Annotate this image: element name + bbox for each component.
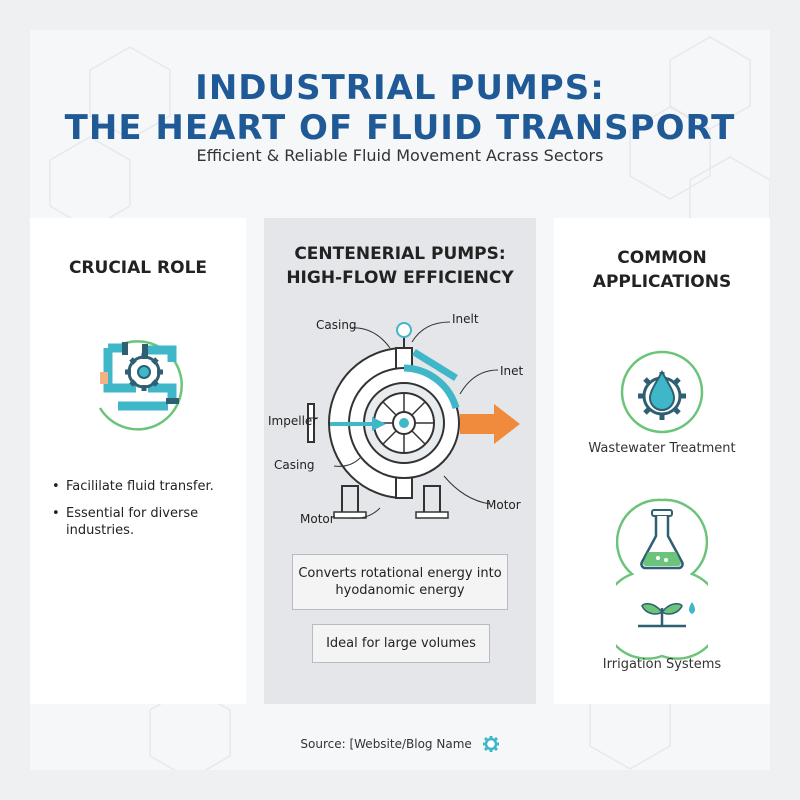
casing-top-label: Casing <box>316 318 357 332</box>
list-item: Essential for diverse industries. <box>52 505 232 539</box>
title-line-1: INDUSTRIAL PUMPS: <box>195 68 605 108</box>
pumps-title: CENTENERIAL PUMPS: HIGH-FLOW EFFICIENCY <box>264 242 536 290</box>
applications-title-line-2: APPLICATIONS <box>592 272 732 292</box>
centrifugal-pumps-panel: CENTENERIAL PUMPS: HIGH-FLOW EFFICIENCY <box>264 218 536 704</box>
title-line-2: THE HEART OF FLUID TRANSPORT <box>64 108 736 148</box>
irrigation-label: Irrigation Systems <box>602 657 722 672</box>
infographic: INDUSTRIAL PUMPS: THE HEART OF FLUID TRA… <box>30 30 770 770</box>
motor-right-label: Motor <box>486 498 521 512</box>
impeller-label: Impeller <box>268 414 318 428</box>
pump-diagram <box>307 321 520 519</box>
energy-conversion-box: Converts rotational energy into hyodanom… <box>292 554 508 610</box>
gear-icon <box>482 736 499 752</box>
water-drop-gear-icon <box>620 350 704 434</box>
pipe-gear-icon <box>98 340 183 431</box>
casing-bottom-label: Casing <box>274 458 315 472</box>
source-text: Source: [Website/Blog Name <box>300 737 472 751</box>
flask-sprout-icon <box>616 498 708 660</box>
page-title: INDUSTRIAL PUMPS: THE HEART OF FLUID TRA… <box>30 68 770 148</box>
page-subtitle: Efficient & Reliable Fluid Movement Acra… <box>196 146 604 165</box>
applications-title: COMMON APPLICATIONS <box>554 246 770 294</box>
motor-bottom-label: Motor <box>300 512 335 526</box>
large-volumes-box: Ideal for large volumes <box>312 624 490 663</box>
crucial-role-list: Facililate fluid transfer. Essential for… <box>52 478 232 549</box>
applications-title-line-1: COMMON <box>617 248 707 268</box>
pumps-title-line-1: CENTENERIAL PUMPS: <box>294 244 506 264</box>
source-footer: Source: [Website/Blog Name <box>30 735 770 753</box>
crucial-role-panel: CRUCIAL ROLE Fa <box>30 218 246 704</box>
applications-panel: COMMON APPLICATIONS Wastewater Treatment <box>554 218 770 704</box>
inlet-top-label: Inelt <box>452 312 479 326</box>
wastewater-label: Wastewater Treatment <box>588 441 736 456</box>
list-item: Facililate fluid transfer. <box>52 478 232 495</box>
crucial-role-title: CRUCIAL ROLE <box>68 258 208 278</box>
inlet-right-label: Inet <box>500 364 524 378</box>
pumps-title-line-2: HIGH-FLOW EFFICIENCY <box>286 268 514 288</box>
